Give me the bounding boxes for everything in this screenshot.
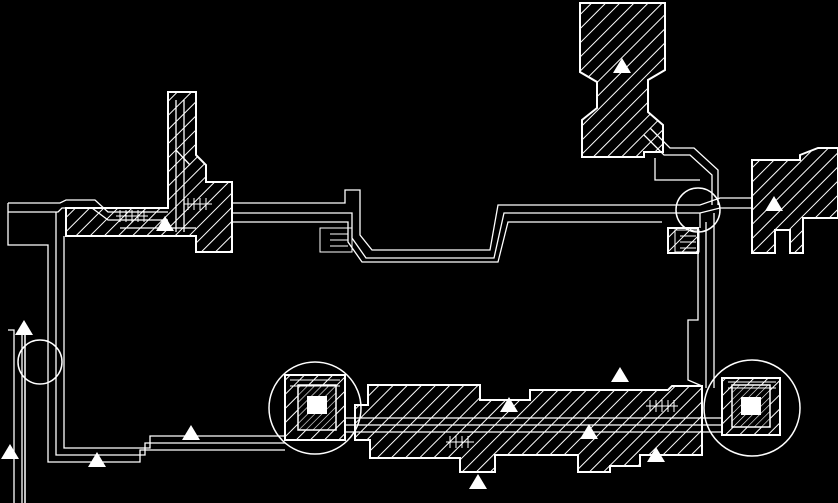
stair-g: [290, 379, 776, 389]
level-marker: [765, 196, 783, 211]
level-marker: [1, 444, 19, 459]
detail-cores: [297, 384, 771, 431]
level-marker: [88, 452, 106, 467]
level-marker: [15, 320, 33, 335]
level-marker: [580, 424, 598, 439]
level-marker: [182, 425, 200, 440]
stair-symbols: [116, 198, 776, 448]
level-marker: [613, 58, 631, 73]
north-corridor-outer: [8, 189, 752, 251]
west-corridor: [7, 203, 285, 463]
detail-circles: [17, 187, 801, 457]
corridor-walls: [7, 100, 752, 503]
east-corridor: [687, 213, 715, 388]
stair-e: [446, 436, 474, 448]
detail-circle-west: [17, 339, 63, 385]
level-markers: [1, 58, 783, 489]
top-right-pavilion: [579, 2, 666, 158]
detail-circle-south-left: [268, 361, 362, 455]
pavilion-link: [643, 127, 719, 205]
south-corridor: [345, 417, 722, 433]
west-entrance: [8, 329, 23, 503]
hatched-zones: [65, 2, 838, 473]
stair-c: [319, 227, 353, 253]
level-marker: [156, 216, 174, 231]
level-marker: [647, 447, 665, 462]
stair-a: [116, 210, 148, 222]
stair-d: [674, 229, 700, 253]
level-marker: [500, 397, 518, 412]
right-wing: [751, 147, 838, 254]
level-marker: [469, 474, 487, 489]
spine-inner: [175, 100, 191, 232]
stair-b: [184, 198, 212, 210]
stair-f: [646, 400, 678, 412]
level-marker: [611, 367, 629, 382]
north-corridor-inner: [8, 207, 752, 259]
detail-circle-south-right: [703, 359, 801, 457]
bottom-band: [354, 384, 703, 473]
detail-circle-northeast: [675, 187, 721, 233]
